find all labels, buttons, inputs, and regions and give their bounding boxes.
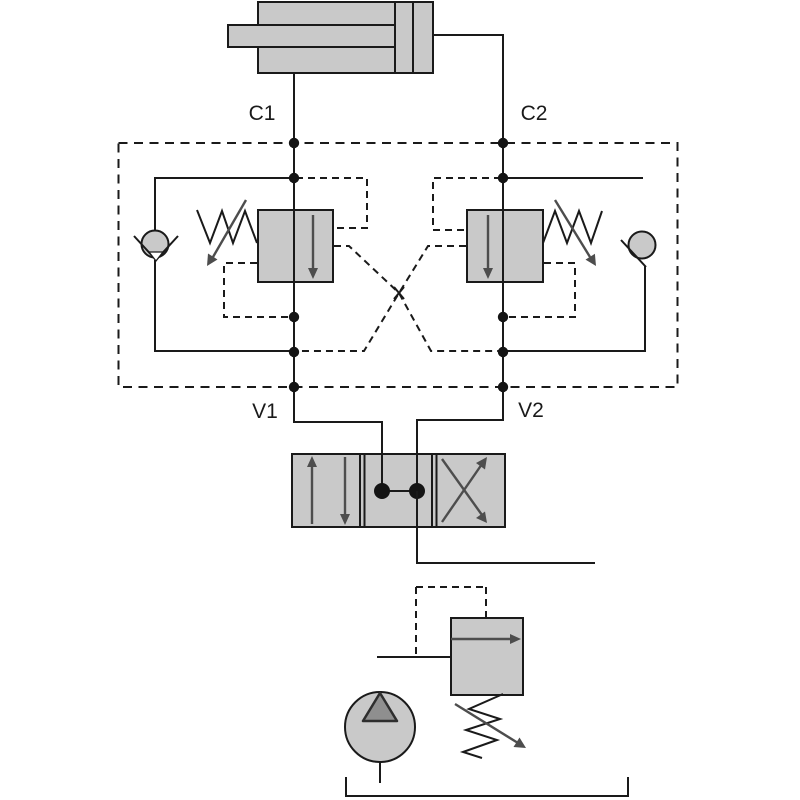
directional-control-valve [291, 453, 506, 528]
relief-spring [459, 693, 504, 759]
dcv-body [291, 453, 506, 528]
junction-dot [288, 346, 300, 358]
dcv-cross-arrowhead [476, 457, 487, 470]
junction-dot [497, 311, 509, 323]
hydraulic-pump [344, 691, 416, 783]
double-acting-cylinder [227, 1, 434, 74]
valve-flow-arrowhead [308, 268, 318, 279]
dcv-arrowhead-down [340, 514, 350, 525]
junction-dot [288, 311, 300, 323]
junction-dot [497, 172, 509, 184]
relief-valve [377, 586, 526, 759]
spring-adjust-arrow [211, 199, 248, 258]
junction-dots [288, 137, 509, 393]
pilot-line-top [296, 177, 368, 229]
check-branch-line [154, 177, 294, 231]
junction-dot [497, 137, 509, 149]
dcv-cross-arrow [441, 463, 483, 523]
valve-spring [542, 208, 603, 246]
check-valve-seat-gap [147, 251, 165, 263]
counterbalance-valve-left [196, 177, 368, 318]
cylinder-rod [227, 24, 396, 48]
pilot-line-internal [223, 262, 292, 318]
relief-flow-arrowhead [510, 634, 521, 644]
spring-adjust-arrow [553, 199, 592, 258]
pilot-line-top [432, 177, 501, 231]
port-label-v2: V2 [518, 399, 544, 422]
port-label-c2: C2 [521, 102, 548, 125]
port-label-v1: V1 [252, 400, 278, 423]
valve-body [257, 209, 334, 283]
crossed-pilot-lines [298, 245, 499, 352]
relief-spring-adjust-arrowhead [513, 737, 526, 748]
junction-dot [497, 381, 509, 393]
dcv-cross-arrow [441, 458, 483, 516]
spring-adjust-arrowhead [585, 253, 596, 266]
check-valve-right [503, 177, 657, 352]
valve-body [466, 209, 544, 283]
junction-dot [288, 381, 300, 393]
cross-pilot-line-b [298, 245, 466, 352]
port-label-c1: C1 [249, 102, 276, 125]
check-branch-line [154, 260, 294, 352]
valve-spring [196, 208, 258, 246]
junction-dot [288, 137, 300, 149]
dcv-port-dot [374, 483, 390, 499]
dcv-bottom-line [416, 491, 595, 564]
valve-flow-arrowhead [483, 268, 493, 279]
pilot-line-internal [506, 262, 576, 318]
relief-valve-body [450, 617, 524, 696]
spring-adjust-arrowhead [207, 253, 218, 266]
cross-pilot-line-a [334, 245, 499, 352]
pump-flow-triangle [361, 691, 399, 723]
check-branch-line [503, 266, 646, 352]
manifold-boundary-box [117, 142, 679, 388]
junction-dot [288, 172, 300, 184]
relief-spring-adjust-arrow [454, 702, 519, 745]
crossing-x-mark [393, 286, 405, 300]
counterbalance-valve-right [432, 177, 603, 318]
dcv-cross-arrowhead [476, 511, 487, 523]
reservoir-tank [345, 777, 629, 797]
check-valve-seat [620, 239, 647, 268]
junction-dot [497, 346, 509, 358]
line-c2-v2 [416, 34, 504, 454]
dcv-arrowhead-up [307, 456, 317, 467]
check-valve-ball [627, 230, 657, 260]
check-valve-left [133, 177, 294, 352]
